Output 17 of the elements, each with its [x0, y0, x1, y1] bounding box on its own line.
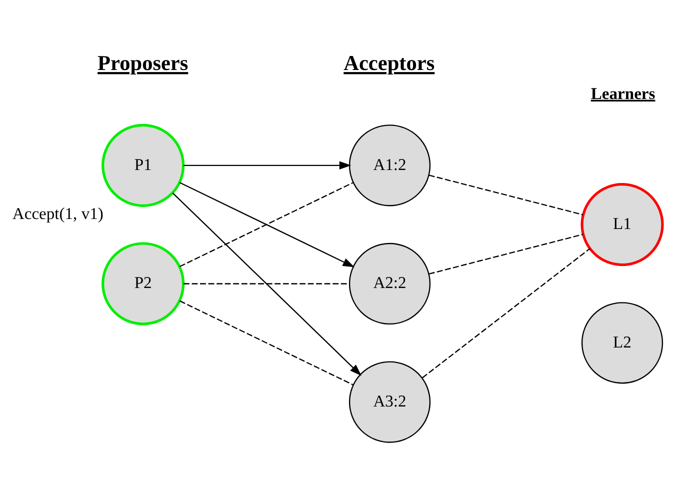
connector	[428, 174, 584, 215]
label: Proposers	[98, 50, 188, 75]
node-circle: P1	[102, 123, 185, 206]
arrow	[184, 160, 352, 170]
connector	[180, 300, 354, 385]
node-label: Accept(1, v1)	[12, 203, 104, 222]
arrow	[172, 192, 362, 376]
node-circle: P2	[102, 242, 185, 325]
connector	[422, 248, 590, 378]
node-circle: A2:2	[348, 242, 431, 324]
label: Learners	[590, 83, 656, 102]
node-circle: L2	[581, 302, 664, 384]
node-circle: L1	[580, 182, 664, 266]
node-circle: A1:2	[348, 124, 431, 206]
connector	[428, 233, 584, 274]
label: Acceptors	[344, 50, 435, 75]
connector	[184, 282, 350, 284]
